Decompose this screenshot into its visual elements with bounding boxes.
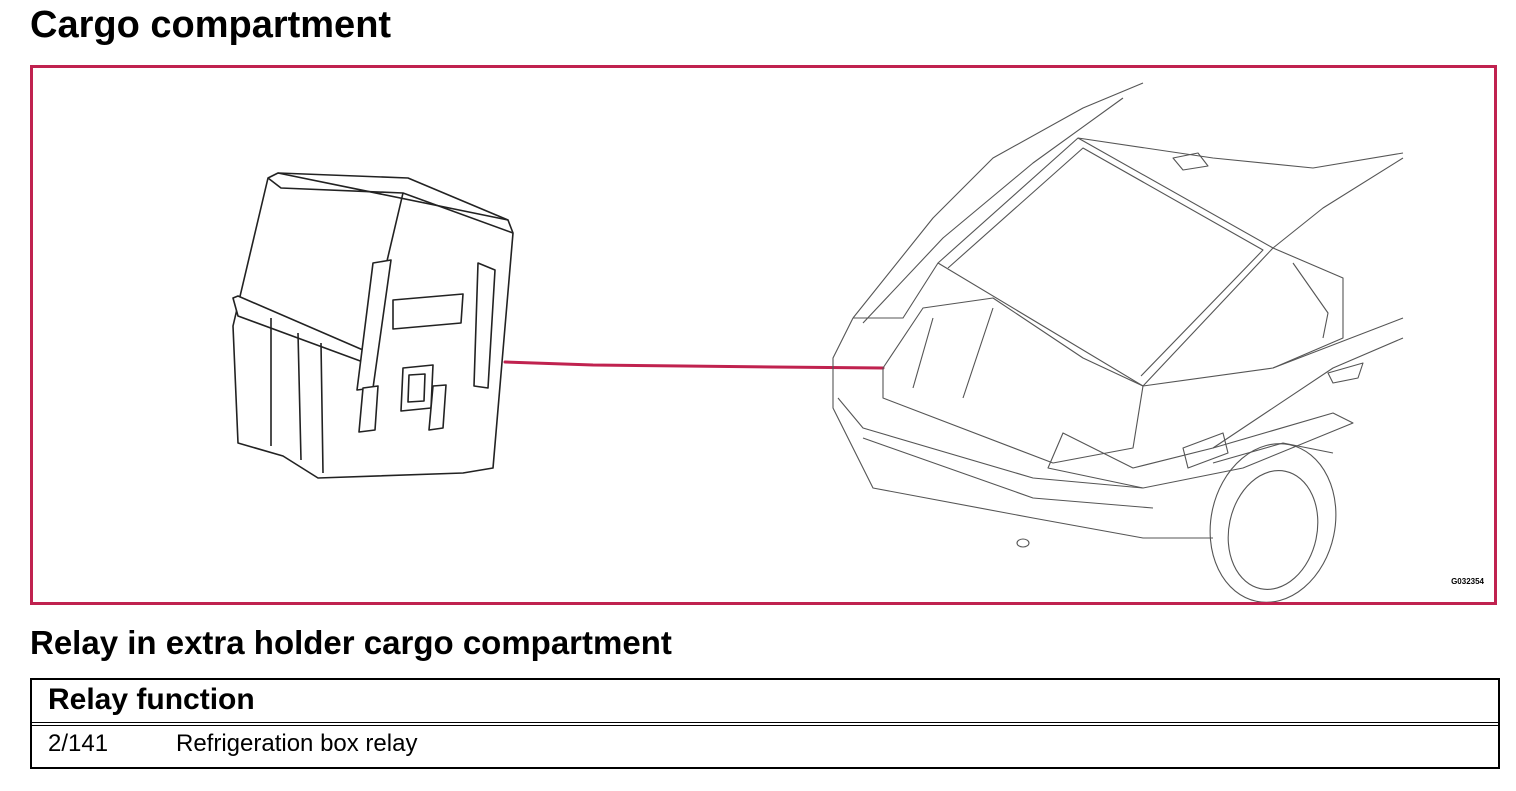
relay-table: Relay function 2/141 Refrigeration box r… <box>30 678 1500 769</box>
relay-function: Refrigeration box relay <box>176 730 418 757</box>
page-title: Cargo compartment <box>30 4 392 46</box>
relay-number: 2/141 <box>48 730 109 757</box>
car-rear-icon <box>832 82 1404 602</box>
table-row: 2/141 Refrigeration box relay <box>32 726 1498 768</box>
section-subtitle: Relay in extra holder cargo compartment <box>30 624 672 661</box>
relay-icon <box>232 172 514 479</box>
figure-frame: G032354 <box>30 65 1497 605</box>
figure-drawing <box>232 82 1404 602</box>
table-header: Relay function <box>32 680 1498 726</box>
leader-line <box>503 360 885 370</box>
figure-id-label: G032354 <box>1451 577 1484 586</box>
table-header-label: Relay function <box>48 683 255 716</box>
